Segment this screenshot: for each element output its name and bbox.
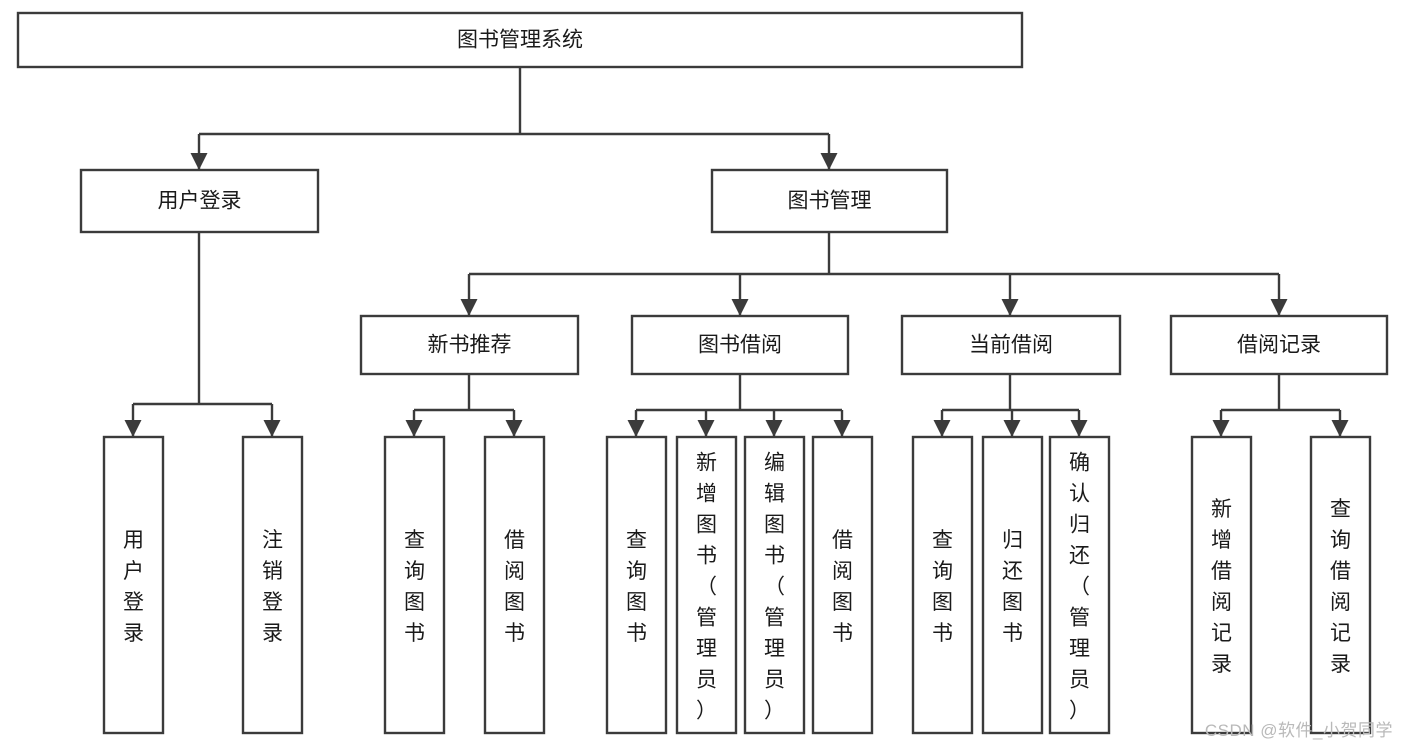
node-box-leaf-confirm-return[interactable] [1048, 435, 1111, 735]
arrow-head-icon [405, 420, 423, 437]
node-box-book-manage[interactable] [710, 168, 949, 234]
arrow-head-icon [1070, 420, 1088, 437]
arrow-head-icon [765, 420, 783, 437]
node-box-leaf-borrow-book-rec[interactable] [483, 435, 546, 735]
arrow-head-icon [933, 420, 951, 437]
node-label-book-borrow: 图书借阅 [698, 334, 782, 357]
node-label-leaf-add-record: 新增借阅记录 [1211, 498, 1232, 676]
arrow-head-icon [124, 420, 142, 437]
node-label-leaf-add-book: 新增图书（管理员） [696, 452, 717, 723]
arrow-head-icon [263, 420, 281, 437]
node-box-user-login[interactable] [79, 168, 320, 234]
node-layer: 图书管理系统用户登录图书管理新书推荐图书借阅当前借阅借阅记录用户登录注销登录查询… [16, 11, 1389, 735]
node-label-root: 图书管理系统 [457, 29, 583, 52]
arrow-head-icon [1270, 299, 1288, 316]
node-label-leaf-confirm-return: 确认归还（管理员） [1069, 452, 1090, 723]
node-box-leaf-query-book-cur[interactable] [911, 435, 974, 735]
node-label-leaf-query-book-borrow: 查询图书 [626, 529, 647, 645]
node-label-user-login: 用户登录 [158, 190, 242, 213]
node-box-book-borrow[interactable] [630, 314, 850, 376]
arrow-head-icon [505, 420, 523, 437]
node-box-leaf-user-login[interactable] [102, 435, 165, 735]
arrow-head-icon [731, 299, 749, 316]
arrow-head-icon [820, 153, 838, 170]
node-box-leaf-borrow-book[interactable] [811, 435, 874, 735]
node-box-leaf-query-book-rec[interactable] [383, 435, 446, 735]
node-label-book-manage: 图书管理 [788, 190, 872, 213]
node-label-leaf-query-record: 查询借阅记录 [1330, 498, 1351, 676]
node-label-leaf-borrow-book-rec: 借阅图书 [504, 529, 525, 645]
node-label-leaf-edit-book: 编辑图书（管理员） [764, 452, 785, 723]
connector-layer [124, 67, 1349, 437]
arrow-head-icon [833, 420, 851, 437]
node-box-root[interactable] [16, 11, 1024, 69]
node-box-leaf-query-book-borrow[interactable] [605, 435, 668, 735]
arrow-head-icon [627, 420, 645, 437]
node-box-leaf-edit-book[interactable] [743, 435, 806, 735]
node-box-leaf-query-record[interactable] [1309, 435, 1372, 735]
node-label-new-book-rec: 新书推荐 [428, 334, 512, 357]
node-box-leaf-return-book[interactable] [981, 435, 1044, 735]
node-box-leaf-logout[interactable] [241, 435, 304, 735]
node-label-leaf-return-book: 归还图书 [1002, 529, 1023, 645]
arrow-head-icon [1331, 420, 1349, 437]
arrow-head-icon [1212, 420, 1230, 437]
node-box-borrow-record[interactable] [1169, 314, 1389, 376]
node-label-leaf-user-login: 用户登录 [123, 529, 144, 645]
node-label-leaf-query-book-cur: 查询图书 [932, 529, 953, 645]
arrow-head-icon [460, 299, 478, 316]
node-box-leaf-add-book[interactable] [675, 435, 738, 735]
arrow-head-icon [190, 153, 208, 170]
node-label-leaf-logout: 注销登录 [262, 529, 283, 645]
arrow-head-icon [697, 420, 715, 437]
arrow-head-icon [1001, 299, 1019, 316]
node-box-current-borrow[interactable] [900, 314, 1122, 376]
node-box-leaf-add-record[interactable] [1190, 435, 1253, 735]
node-label-borrow-record: 借阅记录 [1237, 334, 1321, 357]
arrow-head-icon [1003, 420, 1021, 437]
node-label-leaf-query-book-rec: 查询图书 [404, 529, 425, 645]
node-box-new-book-rec[interactable] [359, 314, 580, 376]
node-label-leaf-borrow-book: 借阅图书 [832, 529, 853, 645]
node-label-current-borrow: 当前借阅 [969, 334, 1053, 357]
